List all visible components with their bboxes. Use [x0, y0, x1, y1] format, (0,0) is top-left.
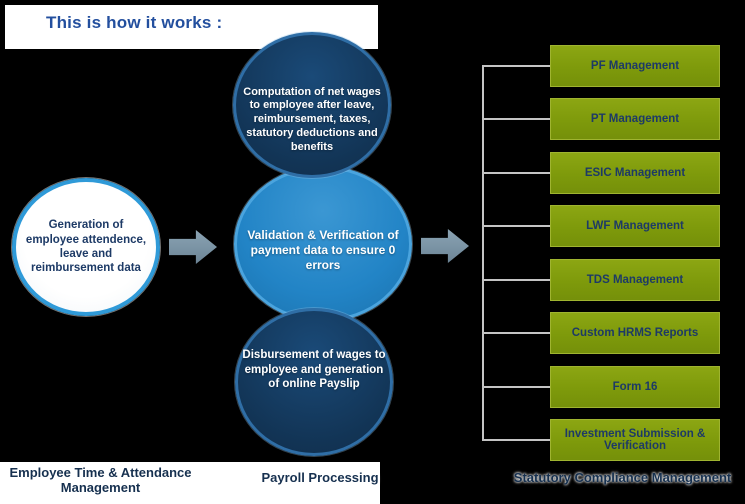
compliance-box-label: Form 16: [612, 381, 658, 393]
bracket-stub: [482, 279, 550, 281]
bracket-stub: [482, 172, 550, 174]
validation-circle: Validation & Verification of payment dat…: [234, 166, 412, 322]
left-border-bar: [0, 0, 5, 462]
flow-arrow-right-icon: [421, 229, 469, 263]
bracket-stub: [482, 118, 550, 120]
bracket-stub: [482, 332, 550, 334]
compliance-box-label: LWF Management: [586, 220, 684, 232]
compliance-box-form16: Form 16: [550, 366, 720, 408]
bracket-vertical-line: [482, 65, 484, 441]
compliance-box-label: TDS Management: [586, 274, 684, 286]
compliance-box-label: Custom HRMS Reports: [571, 327, 699, 339]
compliance-box-investment: Investment Submission & Verification: [550, 419, 720, 461]
compliance-box-pt: PT Management: [550, 98, 720, 140]
validation-circle-text: Validation & Verification of payment dat…: [247, 227, 399, 272]
page-title: This is how it works :: [46, 13, 223, 32]
compliance-box-label: ESIC Management: [584, 167, 686, 179]
bracket-stub: [482, 225, 550, 227]
attendance-circle-text: Generation of employee attendence, leave…: [25, 219, 147, 275]
compliance-box-label: PF Management: [590, 60, 680, 72]
compliance-box-tds: TDS Management: [550, 259, 720, 301]
compliance-box-label: PT Management: [590, 113, 680, 125]
compliance-box-pf: PF Management: [550, 45, 720, 87]
bottom-label-panel: [0, 462, 380, 504]
compliance-box-lwf: LWF Management: [550, 205, 720, 247]
compliance-box-label: Investment Submission & Verification: [564, 428, 706, 452]
bracket-stub: [482, 65, 550, 67]
section-label-attendance: Employee Time & Attendance Management: [9, 465, 192, 495]
compliance-box-custom-reports: Custom HRMS Reports: [550, 312, 720, 354]
attendance-circle: Generation of employee attendence, leave…: [12, 178, 160, 316]
computation-circle-text: Computation of net wages to employee aft…: [243, 85, 381, 153]
disbursement-circle-text: Disbursement of wages to employee and ge…: [242, 349, 386, 391]
section-label-statutory: Statutory Compliance Management: [513, 470, 732, 485]
compliance-box-esic: ESIC Management: [550, 152, 720, 194]
disbursement-circle: Disbursement of wages to employee and ge…: [235, 308, 393, 456]
bracket-stub: [482, 386, 550, 388]
flow-arrow-left-icon: [169, 230, 217, 264]
bracket-stub: [482, 439, 550, 441]
section-label-payroll: Payroll Processing: [261, 470, 379, 485]
computation-circle: Computation of net wages to employee aft…: [233, 32, 391, 178]
